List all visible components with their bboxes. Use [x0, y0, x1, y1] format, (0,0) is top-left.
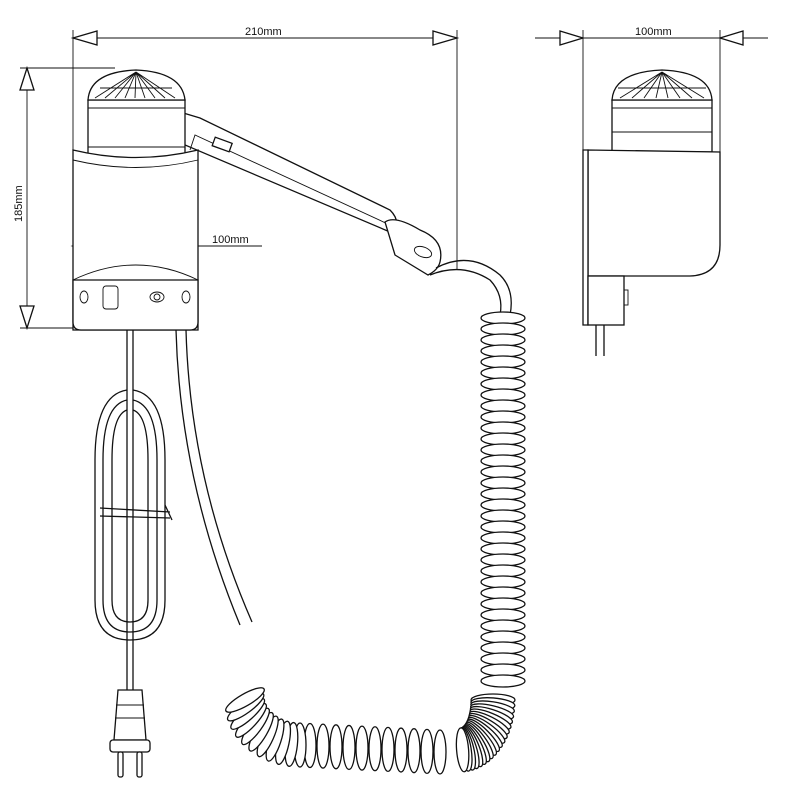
dryer-body [87, 99, 186, 161]
coil-loop [480, 465, 526, 479]
dimension-label-holder-100: 100mm [212, 234, 249, 246]
coil-loop [480, 410, 526, 424]
coil-loop [480, 630, 526, 644]
coil-loop [355, 725, 369, 771]
coil-loop [480, 311, 526, 325]
coil-loop [368, 726, 382, 772]
coil-loop [480, 509, 526, 523]
coil-loop [480, 564, 526, 578]
coil-loop [480, 652, 526, 666]
coil-loop [480, 322, 526, 336]
dryer-front-view [87, 69, 442, 276]
power-switch [102, 285, 119, 310]
coil-loop [480, 586, 526, 600]
coil-loop [480, 619, 526, 633]
coil-loop [480, 663, 526, 677]
coil-loop [480, 674, 526, 688]
dimension-side-100mm: 100mm [535, 26, 768, 200]
coil-loop [480, 355, 526, 369]
coil-loop [480, 531, 526, 545]
coil-loop [480, 575, 526, 589]
coil-loop [480, 487, 526, 501]
coil-loop [480, 377, 526, 391]
dryer-side-view [582, 69, 721, 356]
screw-left [79, 290, 89, 304]
coil-loop [480, 542, 526, 556]
side-holder [587, 149, 721, 277]
coil-loop [480, 388, 526, 402]
coil-loop [480, 608, 526, 622]
coil-loop [480, 454, 526, 468]
dimension-label-side-100: 100mm [635, 26, 672, 38]
coil-loop [342, 724, 356, 771]
dimension-label-210: 210mm [245, 26, 282, 38]
coil-loop [316, 723, 330, 769]
coil-loop [480, 333, 526, 347]
dimension-185mm: 185mm [13, 65, 115, 331]
coil-loop [455, 727, 470, 773]
coil-loop [407, 728, 421, 774]
coiled-cord [225, 311, 526, 775]
plug [113, 689, 147, 741]
coil-loop [480, 344, 526, 358]
side-grille [611, 69, 713, 101]
coil-loop [329, 724, 343, 770]
coil-loop [480, 597, 526, 611]
coil-loop [420, 728, 434, 774]
coil-loop [480, 443, 526, 457]
control-panel [72, 279, 199, 331]
coil-loop [480, 498, 526, 512]
wall-holder-front [72, 149, 199, 331]
coil-loop [225, 687, 265, 713]
coil-loop [480, 432, 526, 446]
coil-loop [480, 476, 526, 490]
dimension-210mm: 210mm [70, 26, 460, 270]
power-cord [94, 330, 173, 778]
coil-loop [433, 729, 447, 775]
coil-loop [480, 421, 526, 435]
plug-pin-left [117, 751, 124, 778]
coil-loop [394, 727, 408, 773]
coil-loop [480, 641, 526, 655]
coil-loop [381, 726, 395, 773]
coil-loop [480, 520, 526, 534]
cord-grip [384, 219, 442, 276]
grille-lines [94, 71, 176, 99]
coil-loop [480, 553, 526, 567]
plug-pin-right [136, 751, 143, 778]
dimension-label-185: 185mm [13, 185, 25, 222]
coil-loop [480, 366, 526, 380]
indicator [149, 291, 165, 303]
screw-right [181, 290, 191, 304]
dryer-cord [175, 259, 512, 626]
dryer-handle [179, 111, 398, 233]
coil-loop [480, 399, 526, 413]
